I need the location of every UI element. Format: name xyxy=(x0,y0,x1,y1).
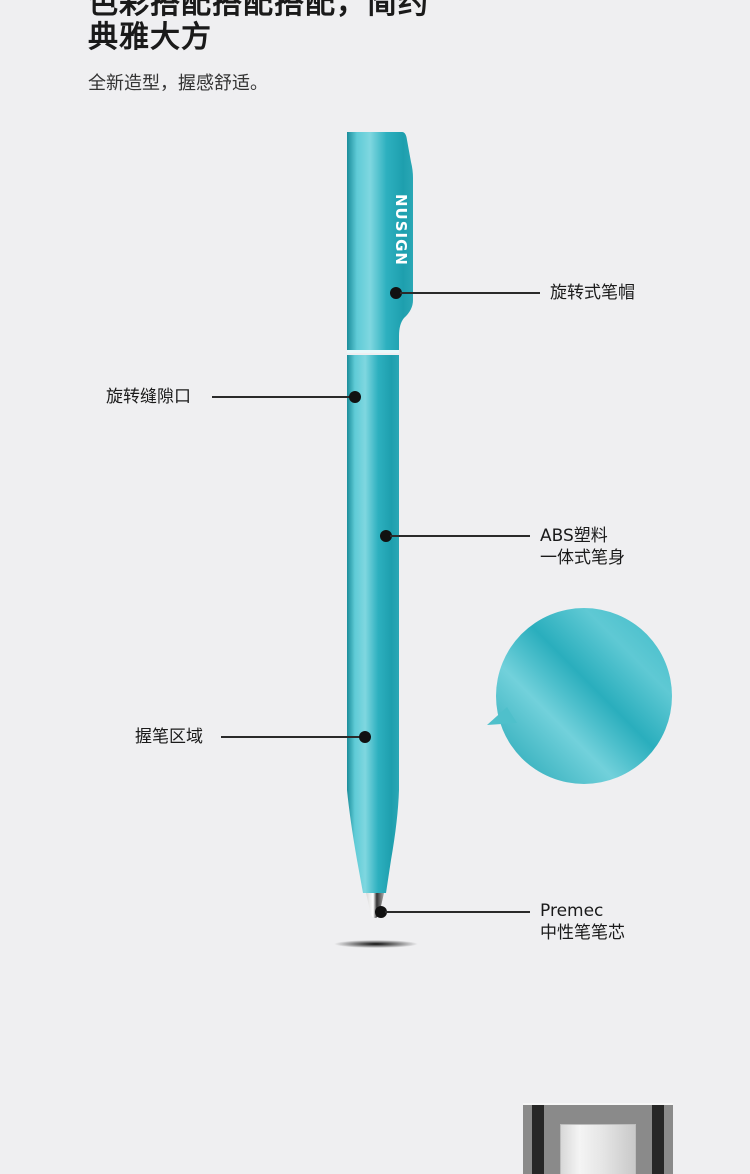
callout-dot-grip xyxy=(359,731,371,743)
callout-label-grip: 握笔区域 xyxy=(135,727,203,747)
callout-line-seam xyxy=(212,396,352,398)
callout-line-refill xyxy=(385,911,530,913)
page-heading-partial: 色彩搭配搭配搭配，简约 xyxy=(88,0,429,21)
callout-line-grip xyxy=(221,736,363,738)
pen-illustration: NUSIGN xyxy=(334,132,418,948)
page-heading: 典雅大方 xyxy=(88,20,212,55)
device-screen xyxy=(560,1124,636,1174)
device-rail-right xyxy=(652,1105,664,1174)
color-swatch-bubble xyxy=(487,608,672,784)
callout-dot-body xyxy=(380,530,392,542)
callout-line-cap xyxy=(400,292,540,294)
callout-label-seam: 旋转缝隙口 xyxy=(106,387,191,407)
callout-line-body xyxy=(390,535,530,537)
page-subheading: 全新造型，握感舒适。 xyxy=(88,73,268,94)
brand-mark: NUSIGN xyxy=(392,194,410,266)
callout-label-refill: Premec 中性笔笔芯 xyxy=(540,901,625,943)
pen-barrel xyxy=(347,355,399,893)
callout-dot-cap xyxy=(390,287,402,299)
device-rail-left xyxy=(532,1105,544,1174)
callout-label-cap: 旋转式笔帽 xyxy=(550,283,635,303)
callout-dot-refill xyxy=(375,906,387,918)
callout-label-body: ABS塑料 一体式笔身 xyxy=(540,526,625,568)
device-preview-partial xyxy=(523,1103,673,1174)
cap-seam xyxy=(347,350,399,353)
callout-dot-seam xyxy=(349,391,361,403)
